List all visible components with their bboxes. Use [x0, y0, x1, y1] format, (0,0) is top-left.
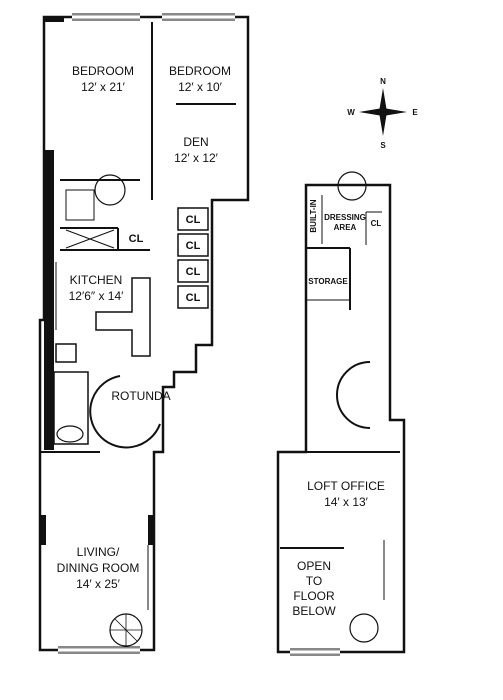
upper-floor [276, 171, 406, 656]
loft-office-name: LOFT OFFICE [307, 479, 385, 493]
compass-s: S [380, 141, 386, 150]
bedroom-2-size: 12′ x 10′ [178, 80, 223, 94]
open-below-4: BELOW [292, 604, 336, 618]
bedroom-2-name: BEDROOM [169, 64, 231, 78]
compass: N S E W [347, 77, 418, 150]
open-below-3: FLOOR [293, 589, 335, 603]
built-in-label: BUILT-IN [309, 199, 318, 232]
storage-name: STORAGE [308, 277, 348, 286]
rotunda-name: ROTUNDA [111, 389, 170, 403]
loft-office-size: 14′ x 13′ [324, 495, 369, 509]
closet-stack [177, 207, 209, 309]
den-size: 12′ x 12′ [174, 151, 219, 165]
closet-label-4: CL [186, 292, 201, 304]
living-name-2: DINING ROOM [57, 561, 140, 575]
bedroom-1-name: BEDROOM [72, 64, 134, 78]
living-size: 14′ x 25′ [76, 577, 121, 591]
compass-e: E [412, 108, 418, 117]
closet-label-2: CL [186, 240, 201, 252]
closet-label-upper: CL [371, 219, 382, 228]
compass-w: W [347, 108, 355, 117]
dressing-line-2: AREA [334, 223, 357, 232]
bedroom-1-size: 12′ x 21′ [81, 80, 126, 94]
closet-label-1: CL [186, 214, 201, 226]
kitchen-size: 12′6″ x 14′ [69, 289, 125, 303]
kitchen-name: KITCHEN [70, 273, 123, 287]
living-name-1: LIVING/ [77, 545, 120, 559]
dressing-line-1: DRESSING [324, 213, 366, 222]
closet-label-3: CL [186, 266, 201, 278]
den-name: DEN [183, 135, 208, 149]
closet-label-5: CL [129, 233, 144, 245]
compass-n: N [380, 77, 386, 86]
room-labels: BEDROOM 12′ x 21′ BEDROOM 12′ x 10′ DEN … [57, 64, 385, 618]
open-below-2: TO [306, 574, 322, 588]
lower-floor [38, 13, 250, 654]
open-below-1: OPEN [297, 559, 331, 573]
